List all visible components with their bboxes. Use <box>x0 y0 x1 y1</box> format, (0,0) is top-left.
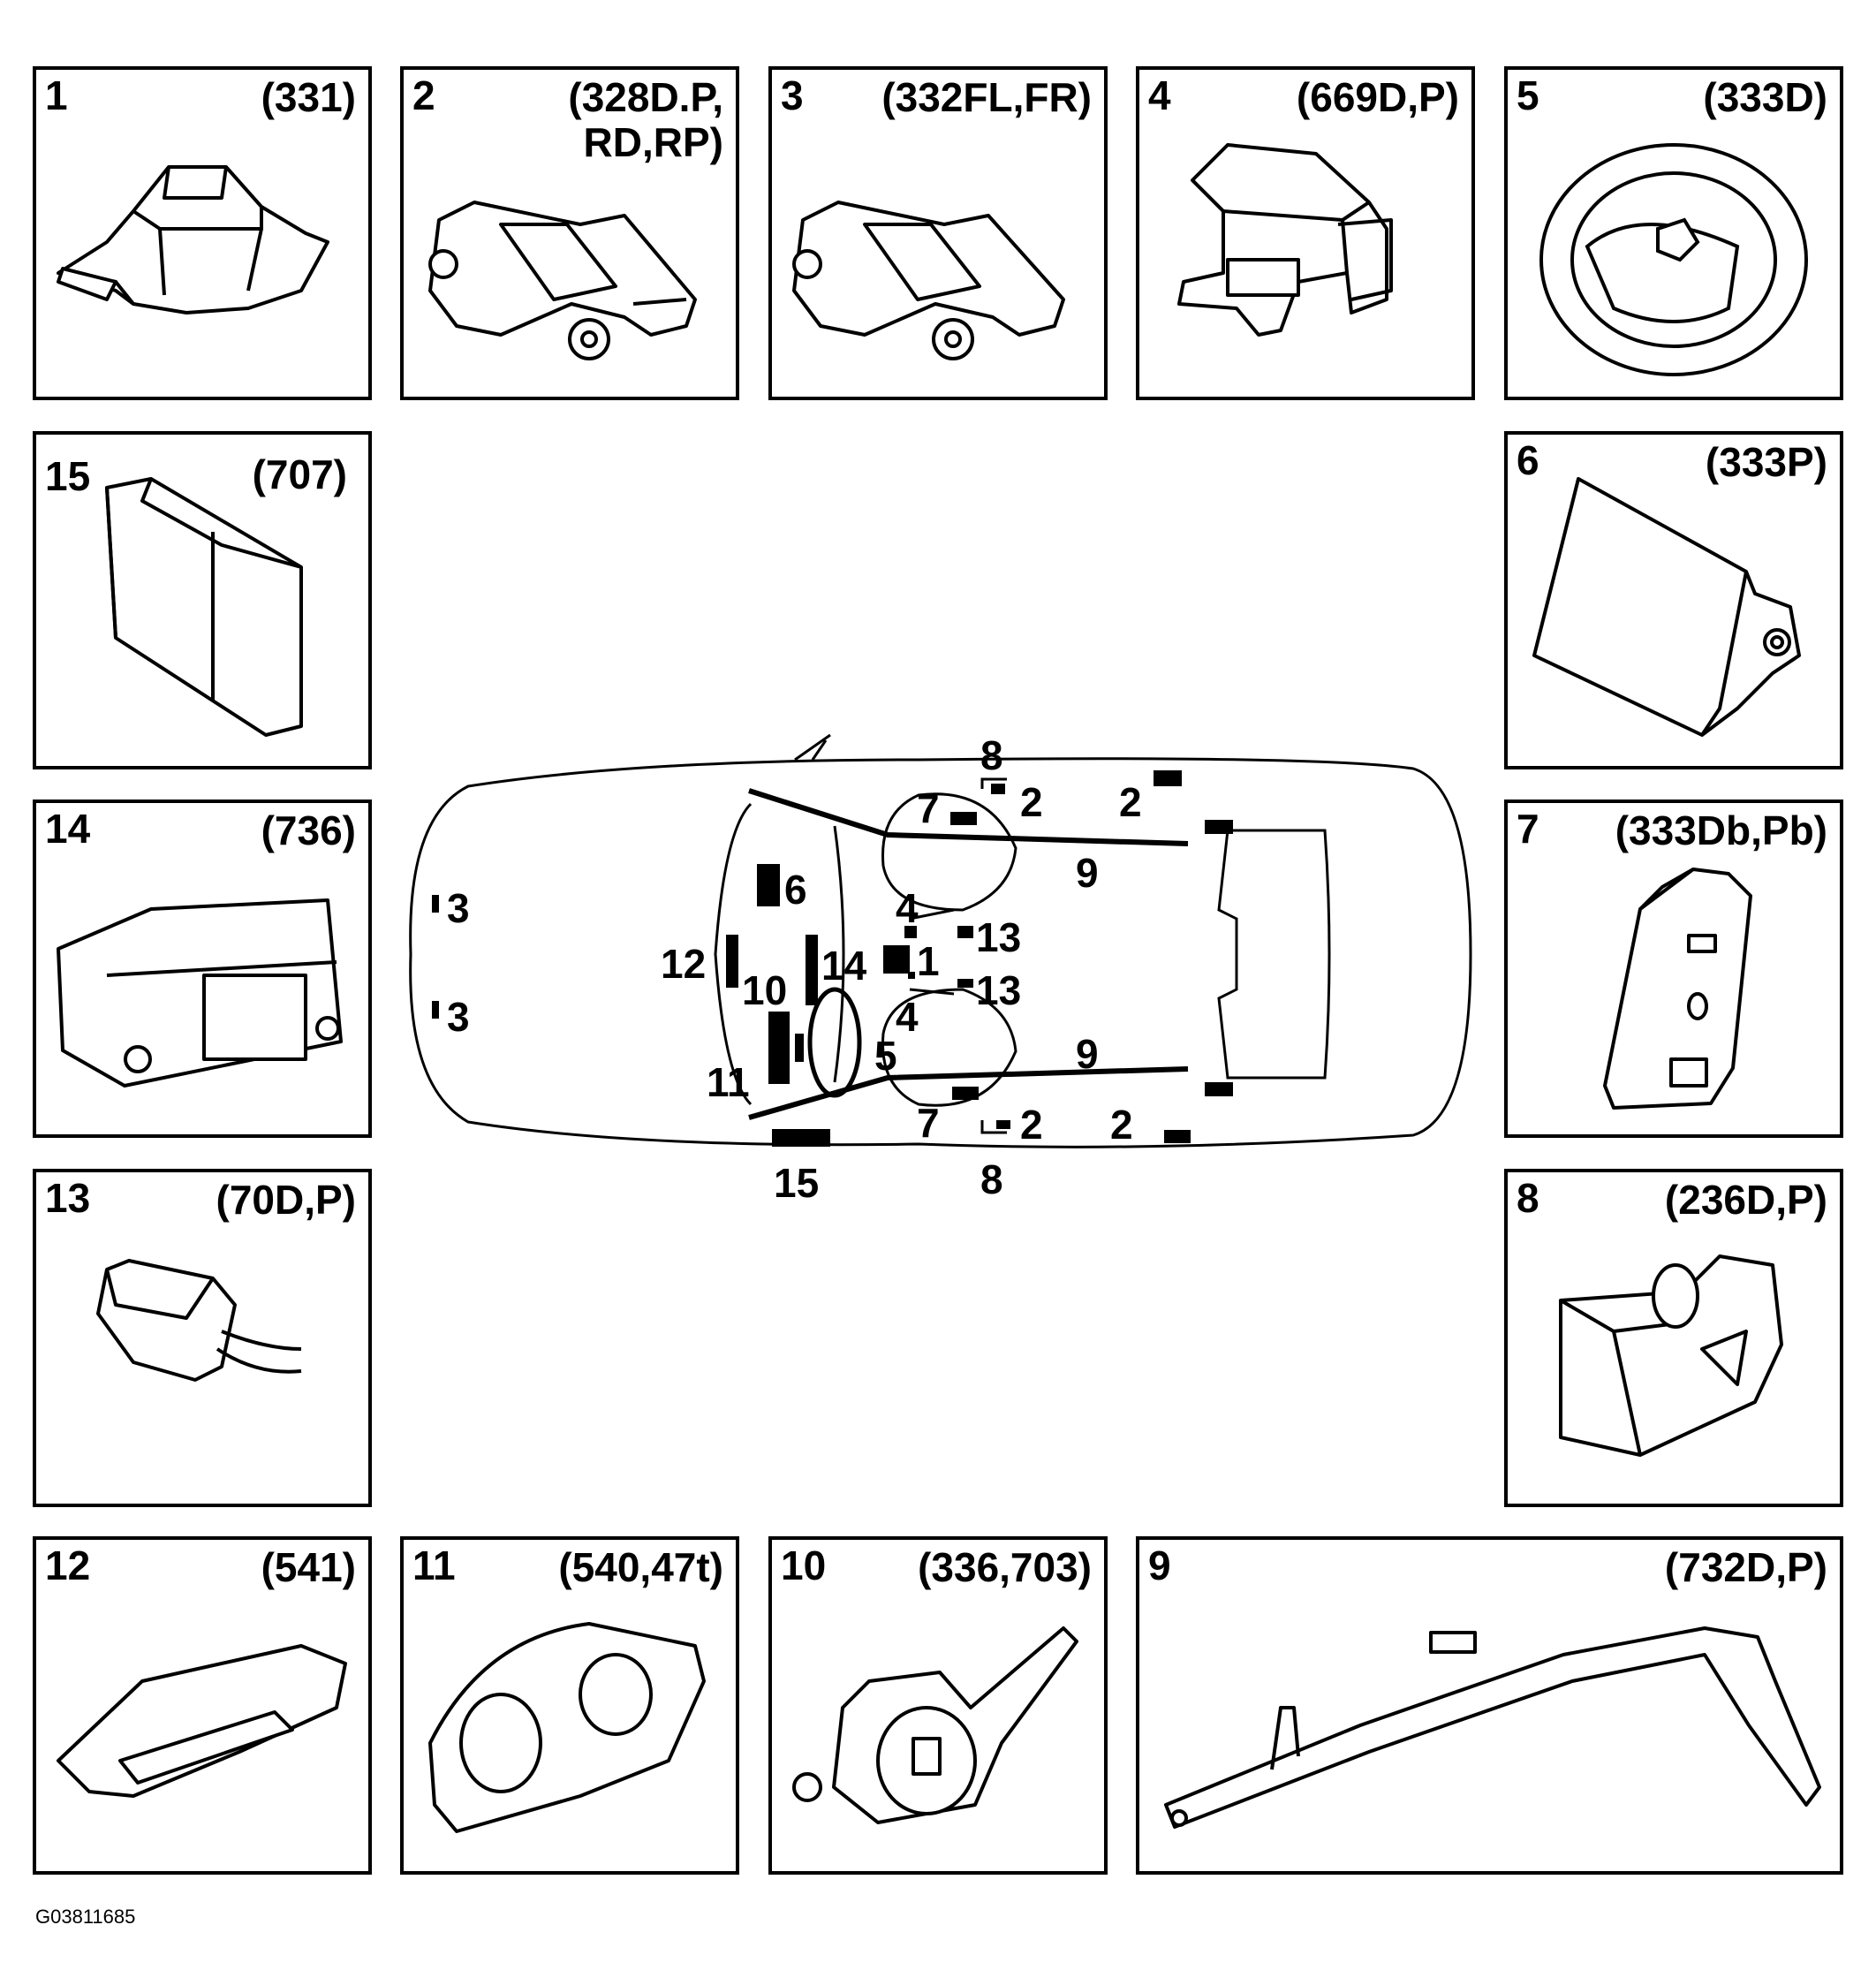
panel-code: (540,47t) <box>558 1544 723 1590</box>
panel-number: 3 <box>781 72 804 118</box>
panel-number: 9 <box>1148 1542 1171 1588</box>
car-label-4: 4 <box>896 994 919 1040</box>
warning-display-icon <box>57 1644 347 1798</box>
panel-code: (669D,P) <box>1296 74 1459 120</box>
control-unit-icon <box>105 477 303 737</box>
car-label-4: 4 <box>896 885 919 931</box>
panel-number: 10 <box>781 1542 827 1588</box>
component-panel-12: 12 (541) <box>33 1536 372 1875</box>
radio-display-icon <box>57 898 343 1088</box>
car-label-7: 7 <box>917 1100 940 1146</box>
component-panel-4: 4 (669D,P) <box>1136 66 1475 400</box>
car-label-2: 2 <box>1119 779 1142 825</box>
car-label-13: 13 <box>976 914 1022 960</box>
component-panel-2: 2 (328D.P, RD,RP) <box>400 66 739 400</box>
panel-number: 4 <box>1148 72 1171 118</box>
component-panel-11: 11 (540,47t) <box>400 1536 739 1875</box>
panel-number: 11 <box>412 1542 456 1588</box>
component-panel-1: 1 (331) <box>33 66 372 400</box>
car-label-14: 14 <box>821 943 867 989</box>
panel-code: (333P) <box>1705 439 1827 485</box>
front-crash-sensor-icon <box>792 201 1065 360</box>
panel-code: (333Db,Pb) <box>1615 807 1827 853</box>
panel-code: (541) <box>261 1544 356 1590</box>
instrument-cluster-icon <box>428 1622 706 1833</box>
panel-number: 5 <box>1517 72 1539 118</box>
car-label-2: 2 <box>1020 779 1043 825</box>
car-label-2: 2 <box>1020 1102 1043 1148</box>
panel-code: (732D,P) <box>1664 1544 1827 1590</box>
component-panel-7: 7 (333Db,Pb) <box>1504 800 1843 1138</box>
panel-number: 7 <box>1517 806 1539 852</box>
component-panel-5: 5 (333D) <box>1504 66 1843 400</box>
airbag-control-module-icon <box>57 165 329 315</box>
panel-number: 14 <box>45 806 91 852</box>
curtain-airbag-icon <box>1164 1626 1821 1829</box>
panel-code: (336,703) <box>918 1544 1092 1590</box>
component-panel-3: 3 (332FL,FR) <box>768 66 1108 400</box>
car-label-13: 13 <box>976 967 1022 1013</box>
car-label-1: 1 <box>917 938 940 984</box>
car-label-8: 8 <box>980 732 1003 778</box>
car-label-8: 8 <box>980 1156 1003 1202</box>
bracket-sensor-icon <box>1177 143 1393 337</box>
seatbelt-pretensioner-icon <box>1559 1254 1783 1457</box>
panel-code: (333D) <box>1703 74 1827 120</box>
seatbelt-buckle-icon <box>96 1259 302 1382</box>
component-panel-6: 6 (333P) <box>1504 431 1843 769</box>
car-label-11: 11 <box>707 1059 750 1105</box>
panel-code: (236D,P) <box>1664 1177 1827 1223</box>
side-airbag-icon <box>1603 868 1752 1110</box>
panel-number: 13 <box>45 1175 91 1221</box>
panel-number: 6 <box>1517 437 1539 483</box>
car-label-3: 3 <box>447 994 470 1040</box>
car-label-10: 10 <box>742 967 788 1013</box>
panel-code: (707) <box>252 451 347 497</box>
car-label-7: 7 <box>917 785 940 831</box>
panel-code: (328D.P, RD,RP) <box>568 74 723 165</box>
panel-code: (70D,P) <box>216 1177 356 1223</box>
panel-code: (736) <box>261 807 356 853</box>
figure-id: G03811685 <box>35 1906 136 1928</box>
panel-code: (331) <box>261 74 356 120</box>
car-label-6: 6 <box>784 867 807 913</box>
car-label-15: 15 <box>774 1160 820 1206</box>
steering-wheel-airbag-icon <box>1539 143 1808 376</box>
car-label-5: 5 <box>874 1033 897 1079</box>
panel-code: (332FL,FR) <box>881 74 1092 120</box>
passenger-airbag-icon <box>1532 477 1801 737</box>
clockspring-icon <box>792 1626 1078 1824</box>
crash-sensor-icon <box>428 201 697 360</box>
car-label-9: 9 <box>1076 850 1099 896</box>
component-panel-15: 15 (707) <box>33 431 372 769</box>
panel-number: 2 <box>412 72 435 118</box>
car-label-9: 9 <box>1076 1031 1099 1077</box>
panel-number: 1 <box>45 72 68 118</box>
component-panel-9: 9 (732D,P) <box>1136 1536 1843 1875</box>
car-label-2: 2 <box>1110 1102 1133 1148</box>
component-panel-10: 10 (336,703) <box>768 1536 1108 1875</box>
panel-number: 8 <box>1517 1175 1539 1221</box>
component-panel-8: 8 (236D,P) <box>1504 1169 1843 1507</box>
panel-number: 15 <box>45 453 91 499</box>
car-label-3: 3 <box>447 885 470 931</box>
car-label-12: 12 <box>661 941 707 987</box>
component-panel-14: 14 (736) <box>33 800 372 1138</box>
component-panel-13: 13 (70D,P) <box>33 1169 372 1507</box>
panel-number: 12 <box>45 1542 91 1588</box>
